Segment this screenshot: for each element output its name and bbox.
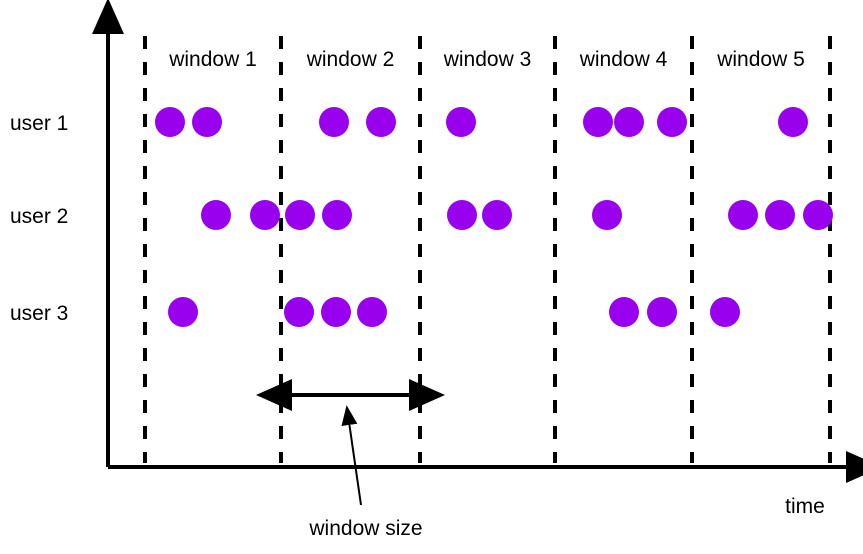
user-labels: user 1 user 2 user 3: [10, 112, 68, 325]
window-boundaries: [143, 36, 832, 463]
event-dot: [192, 107, 222, 137]
window-label-5: window 5: [716, 48, 805, 71]
event-dot: [765, 200, 795, 230]
event-dot: [657, 107, 687, 137]
event-dot: [168, 297, 198, 327]
event-dot: [728, 200, 758, 230]
event-dots: [155, 107, 833, 327]
window-size-annotation: window size: [256, 379, 445, 540]
event-dot: [803, 200, 833, 230]
axes: time: [92, 0, 863, 518]
event-dot: [778, 107, 808, 137]
event-dot: [357, 297, 387, 327]
event-dot: [592, 200, 622, 230]
user-label-2: user 2: [10, 205, 68, 228]
event-dot: [614, 107, 644, 137]
event-dot: [647, 297, 677, 327]
event-dot: [366, 107, 396, 137]
event-dot: [201, 200, 231, 230]
window-size-leader-line: [341, 405, 362, 506]
event-dot: [319, 107, 349, 137]
window-label-2: window 2: [306, 48, 395, 71]
event-dot: [447, 200, 477, 230]
event-dot: [155, 107, 185, 137]
event-dot: [446, 107, 476, 137]
window-label-3: window 3: [443, 48, 532, 71]
event-dot: [285, 200, 315, 230]
event-dot: [284, 297, 314, 327]
window-size-label: window size: [308, 517, 422, 540]
window-labels: window 1 window 2 window 3 window 4 window 5: [168, 48, 805, 71]
event-dot: [321, 297, 351, 327]
user-label-1: user 1: [10, 112, 68, 135]
user-label-3: user 3: [10, 302, 68, 325]
window-label-4: window 4: [579, 48, 668, 71]
event-dot: [609, 297, 639, 327]
event-dot: [482, 200, 512, 230]
event-dot: [250, 200, 280, 230]
event-dot: [710, 297, 740, 327]
event-dot: [322, 200, 352, 230]
x-axis-label: time: [785, 495, 825, 518]
window-label-1: window 1: [168, 48, 257, 71]
event-dot: [583, 107, 613, 137]
